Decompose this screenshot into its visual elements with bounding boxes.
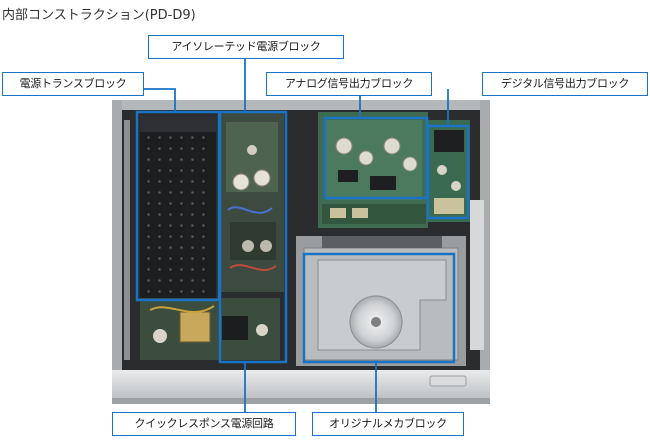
callout-analog-out: アナログ信号出力ブロック — [266, 72, 432, 96]
highlight-frames — [135, 110, 470, 364]
callout-mecha-block: オリジナルメカブロック — [312, 412, 464, 436]
leader-lines — [130, 58, 449, 412]
cd-mecha — [296, 236, 466, 366]
isolated-power-board — [220, 112, 284, 292]
analog-output-board — [318, 112, 428, 228]
callout-power-trans: 電源トランスブロック — [2, 72, 144, 96]
callout-isolated-power: アイソレーテッド電源ブロック — [148, 35, 344, 59]
transformer-cover — [140, 116, 216, 298]
page-title: 内部コンストラクション(PD-D9) — [2, 8, 196, 23]
frame-isolated-power — [218, 110, 288, 364]
digital-output-board — [428, 120, 470, 222]
frame-mecha — [302, 252, 456, 364]
quick-response-board — [140, 298, 280, 360]
callout-digital-out: デジタル信号出力ブロック — [482, 72, 648, 96]
callout-quick-response: クイックレスポンス電源回路 — [112, 412, 296, 436]
